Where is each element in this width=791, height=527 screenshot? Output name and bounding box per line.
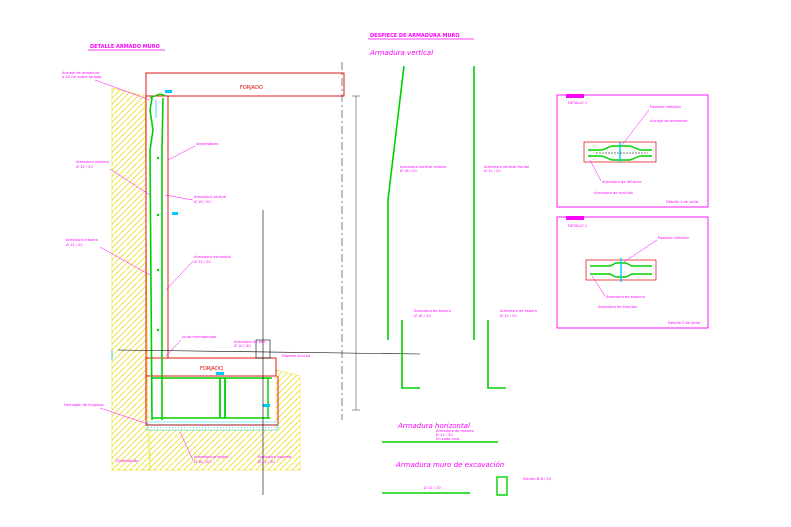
- wall-rebar: [149, 90, 272, 421]
- svg-text:Ø 12 / 20: Ø 12 / 20: [484, 168, 501, 173]
- svg-text:Armadura de espera: Armadura de espera: [414, 309, 451, 313]
- left-annotations: Anclaje de armadura a 30 cm sobre forjad…: [62, 71, 310, 464]
- mid-slab-label: FORJADO: [200, 366, 223, 372]
- excavation-rebar-title: Armadura muro de excavación: [395, 461, 504, 469]
- svg-text:Anclaje de armadura: Anclaje de armadura: [62, 71, 99, 75]
- svg-text:Estribo Ø 8 / 20: Estribo Ø 8 / 20: [523, 476, 552, 481]
- svg-text:Armadura de tracción: Armadura de tracción: [598, 305, 637, 309]
- vertical-rebar-title: Armadura vertical: [369, 49, 433, 57]
- svg-text:Armadura vertical frontal: Armadura vertical frontal: [484, 165, 529, 169]
- svg-text:Armadura de reparto: Armadura de reparto: [436, 429, 474, 433]
- svg-text:DESPIECE DE ARMADURA MURO: DESPIECE DE ARMADURA MURO: [370, 33, 460, 39]
- svg-text:En cada cara: En cada cara: [436, 437, 459, 441]
- svg-text:Ø 12 / 20: Ø 12 / 20: [500, 313, 517, 318]
- svg-text:Ø 12 / 20: Ø 12 / 20: [76, 164, 93, 169]
- svg-text:Ø 12 / 20: Ø 12 / 20: [66, 242, 83, 247]
- svg-text:Armadura trasera: Armadura trasera: [66, 238, 98, 242]
- top-slab: FORJADO: [145, 72, 345, 97]
- horizontal-rebar-group: Armadura de reparto Ø 12 / 20 En cada ca…: [382, 429, 552, 496]
- top-slab-label: FORJADO: [240, 85, 263, 91]
- svg-text:Pasador metálico: Pasador metálico: [650, 105, 681, 109]
- svg-text:Anclaje de armadura: Anclaje de armadura: [650, 119, 687, 123]
- horizontal-rebar-title: Armadura horizontal: [397, 422, 470, 430]
- left-title: DETALLE ARMADO MURO: [88, 44, 165, 51]
- svg-text:DETALLE ARMADO MURO: DETALLE ARMADO MURO: [90, 44, 160, 50]
- svg-text:Cimentación: Cimentación: [116, 459, 139, 463]
- svg-text:Ø 16 / 20: Ø 16 / 20: [414, 313, 431, 318]
- svg-text:Hormigón de limpieza: Hormigón de limpieza: [64, 403, 103, 407]
- svg-text:Ø 12 / 20: Ø 12 / 20: [194, 259, 211, 264]
- detail-2-panel: DETALLE 2 Pasador metálico Armadura de e…: [556, 216, 709, 329]
- svg-text:Ø 12 / 20: Ø 12 / 20: [424, 485, 441, 490]
- svg-text:Esperas zuncho: Esperas zuncho: [282, 354, 310, 358]
- svg-text:Armadura horizontal: Armadura horizontal: [194, 255, 231, 259]
- svg-text:Armadura de espera: Armadura de espera: [500, 309, 537, 313]
- svg-text:Ø 12 / 20: Ø 12 / 20: [436, 432, 453, 437]
- svg-text:Armadura exterior: Armadura exterior: [76, 160, 110, 164]
- svg-text:Junta hormigonado: Junta hormigonado: [181, 335, 216, 339]
- svg-text:Ø 16 / 20: Ø 16 / 20: [194, 459, 211, 464]
- lean-concrete: [145, 421, 279, 431]
- svg-text:Ø 16 / 20: Ø 16 / 20: [194, 199, 211, 204]
- svg-text:Separadores: Separadores: [196, 142, 219, 146]
- svg-text:Pasador metálico: Pasador metálico: [658, 236, 689, 240]
- vertical-rebar-group: Armadura vertical trasera Ø 16 / 20 Arma…: [387, 65, 537, 389]
- svg-text:Armadura vertical: Armadura vertical: [194, 195, 226, 199]
- svg-text:DETALLE 1: DETALLE 1: [568, 101, 587, 105]
- svg-text:Armadura vertical trasera: Armadura vertical trasera: [400, 165, 446, 169]
- svg-text:Armadura principal: Armadura principal: [194, 455, 228, 459]
- svg-text:Armadura de esp.: Armadura de esp.: [234, 340, 266, 344]
- detail-1-panel: DETALLE 1 Pasador metálico Anclaje de ar…: [556, 94, 709, 208]
- svg-text:DETALLE 2: DETALLE 2: [568, 224, 587, 228]
- svg-text:Armadura de tracción: Armadura de tracción: [594, 191, 633, 195]
- svg-text:a 30 cm sobre forjado: a 30 cm sobre forjado: [62, 75, 101, 79]
- svg-text:Ø 12 / 20: Ø 12 / 20: [258, 459, 275, 464]
- svg-text:Armadura de esquina: Armadura de esquina: [606, 295, 645, 299]
- svg-text:Detalle 2 de junta: Detalle 2 de junta: [668, 321, 700, 325]
- svg-text:Ø 16 / 20: Ø 16 / 20: [400, 168, 417, 173]
- soil-hatch: [111, 87, 301, 471]
- svg-text:Armadura de refuerzo: Armadura de refuerzo: [602, 180, 642, 184]
- retaining-wall: FORJADO: [145, 96, 279, 431]
- svg-text:Detalle 1 de junta: Detalle 1 de junta: [666, 200, 698, 204]
- construction-lines: [111, 62, 421, 495]
- center-title: DESPIECE DE ARMADURA MURO: [368, 33, 474, 40]
- svg-text:Ø 10 / 40: Ø 10 / 40: [234, 343, 251, 348]
- svg-text:Armadura superior: Armadura superior: [258, 455, 292, 459]
